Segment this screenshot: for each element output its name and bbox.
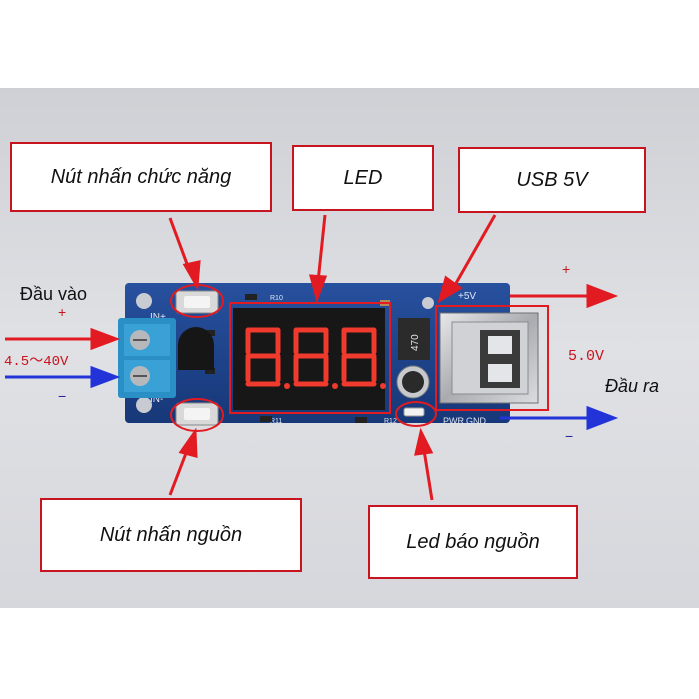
arrow-to-function-button bbox=[168, 217, 192, 273]
highlight-usb bbox=[435, 305, 549, 411]
silk-r10: R10 bbox=[270, 295, 283, 302]
arrow-to-power-led bbox=[422, 449, 434, 501]
callout-led: LED bbox=[292, 145, 434, 211]
callout-function-button-text: Nút nhấn chức năng bbox=[50, 165, 232, 188]
callout-led-text: LED bbox=[343, 166, 383, 189]
callout-power-button: Nút nhấn nguồn bbox=[40, 498, 302, 572]
mount-hole bbox=[422, 297, 434, 309]
transistor bbox=[178, 327, 214, 370]
smd-resistor bbox=[260, 416, 272, 422]
input-title: Đầu vào bbox=[20, 284, 88, 304]
smd-resistor bbox=[355, 417, 367, 423]
input-plus-sign: + bbox=[58, 304, 67, 320]
screw-terminal bbox=[118, 318, 176, 398]
silk-in-minus: IN- bbox=[150, 394, 163, 405]
callout-function-button: Nút nhấn chức năng bbox=[10, 142, 272, 212]
output-minus-sign: − bbox=[565, 428, 574, 444]
output-voltage: 5.0V bbox=[568, 348, 605, 365]
silk-pwr: PWR bbox=[443, 416, 464, 426]
function-button bbox=[175, 290, 219, 314]
silk-r12: R12 bbox=[384, 418, 397, 425]
arrow-to-power-button bbox=[168, 447, 190, 496]
callout-usb: USB 5V bbox=[458, 147, 646, 213]
arrow-to-usb bbox=[453, 214, 497, 286]
input-voltage-range: 4.5～40V bbox=[4, 354, 69, 370]
highlight-display bbox=[229, 302, 391, 414]
inductor: 470 bbox=[398, 318, 430, 360]
silk-in-plus: IN+ bbox=[150, 312, 166, 323]
input-minus-sign: − bbox=[58, 388, 67, 404]
mount-hole bbox=[136, 293, 152, 309]
power-button bbox=[175, 402, 219, 426]
mount-hole bbox=[136, 397, 152, 413]
capacitor bbox=[396, 365, 430, 399]
power-led bbox=[403, 407, 425, 417]
usb-port bbox=[439, 312, 539, 404]
highlight-power-button bbox=[170, 398, 224, 432]
arrow-to-led bbox=[316, 214, 327, 283]
callout-power-led-text: Led báo nguồn bbox=[406, 530, 540, 553]
highlight-power-led bbox=[395, 401, 437, 427]
silk-gnd: GND bbox=[466, 416, 487, 426]
smd-resistor bbox=[245, 294, 257, 300]
callout-usb-text: USB 5V bbox=[516, 168, 588, 191]
seven-segment-display bbox=[233, 308, 386, 410]
callout-power-button-text: Nút nhấn nguồn bbox=[99, 523, 243, 546]
output-plus-sign: + bbox=[562, 261, 571, 277]
silk-5v: +5V bbox=[458, 291, 476, 302]
output-title: Đầu ra bbox=[605, 376, 660, 396]
smd-resistor bbox=[205, 330, 215, 336]
inductor-label: 470 bbox=[410, 334, 421, 351]
silk-r11: R11 bbox=[270, 418, 282, 425]
callout-power-led: Led báo nguồn bbox=[368, 505, 578, 579]
smd-resistor bbox=[205, 368, 215, 374]
